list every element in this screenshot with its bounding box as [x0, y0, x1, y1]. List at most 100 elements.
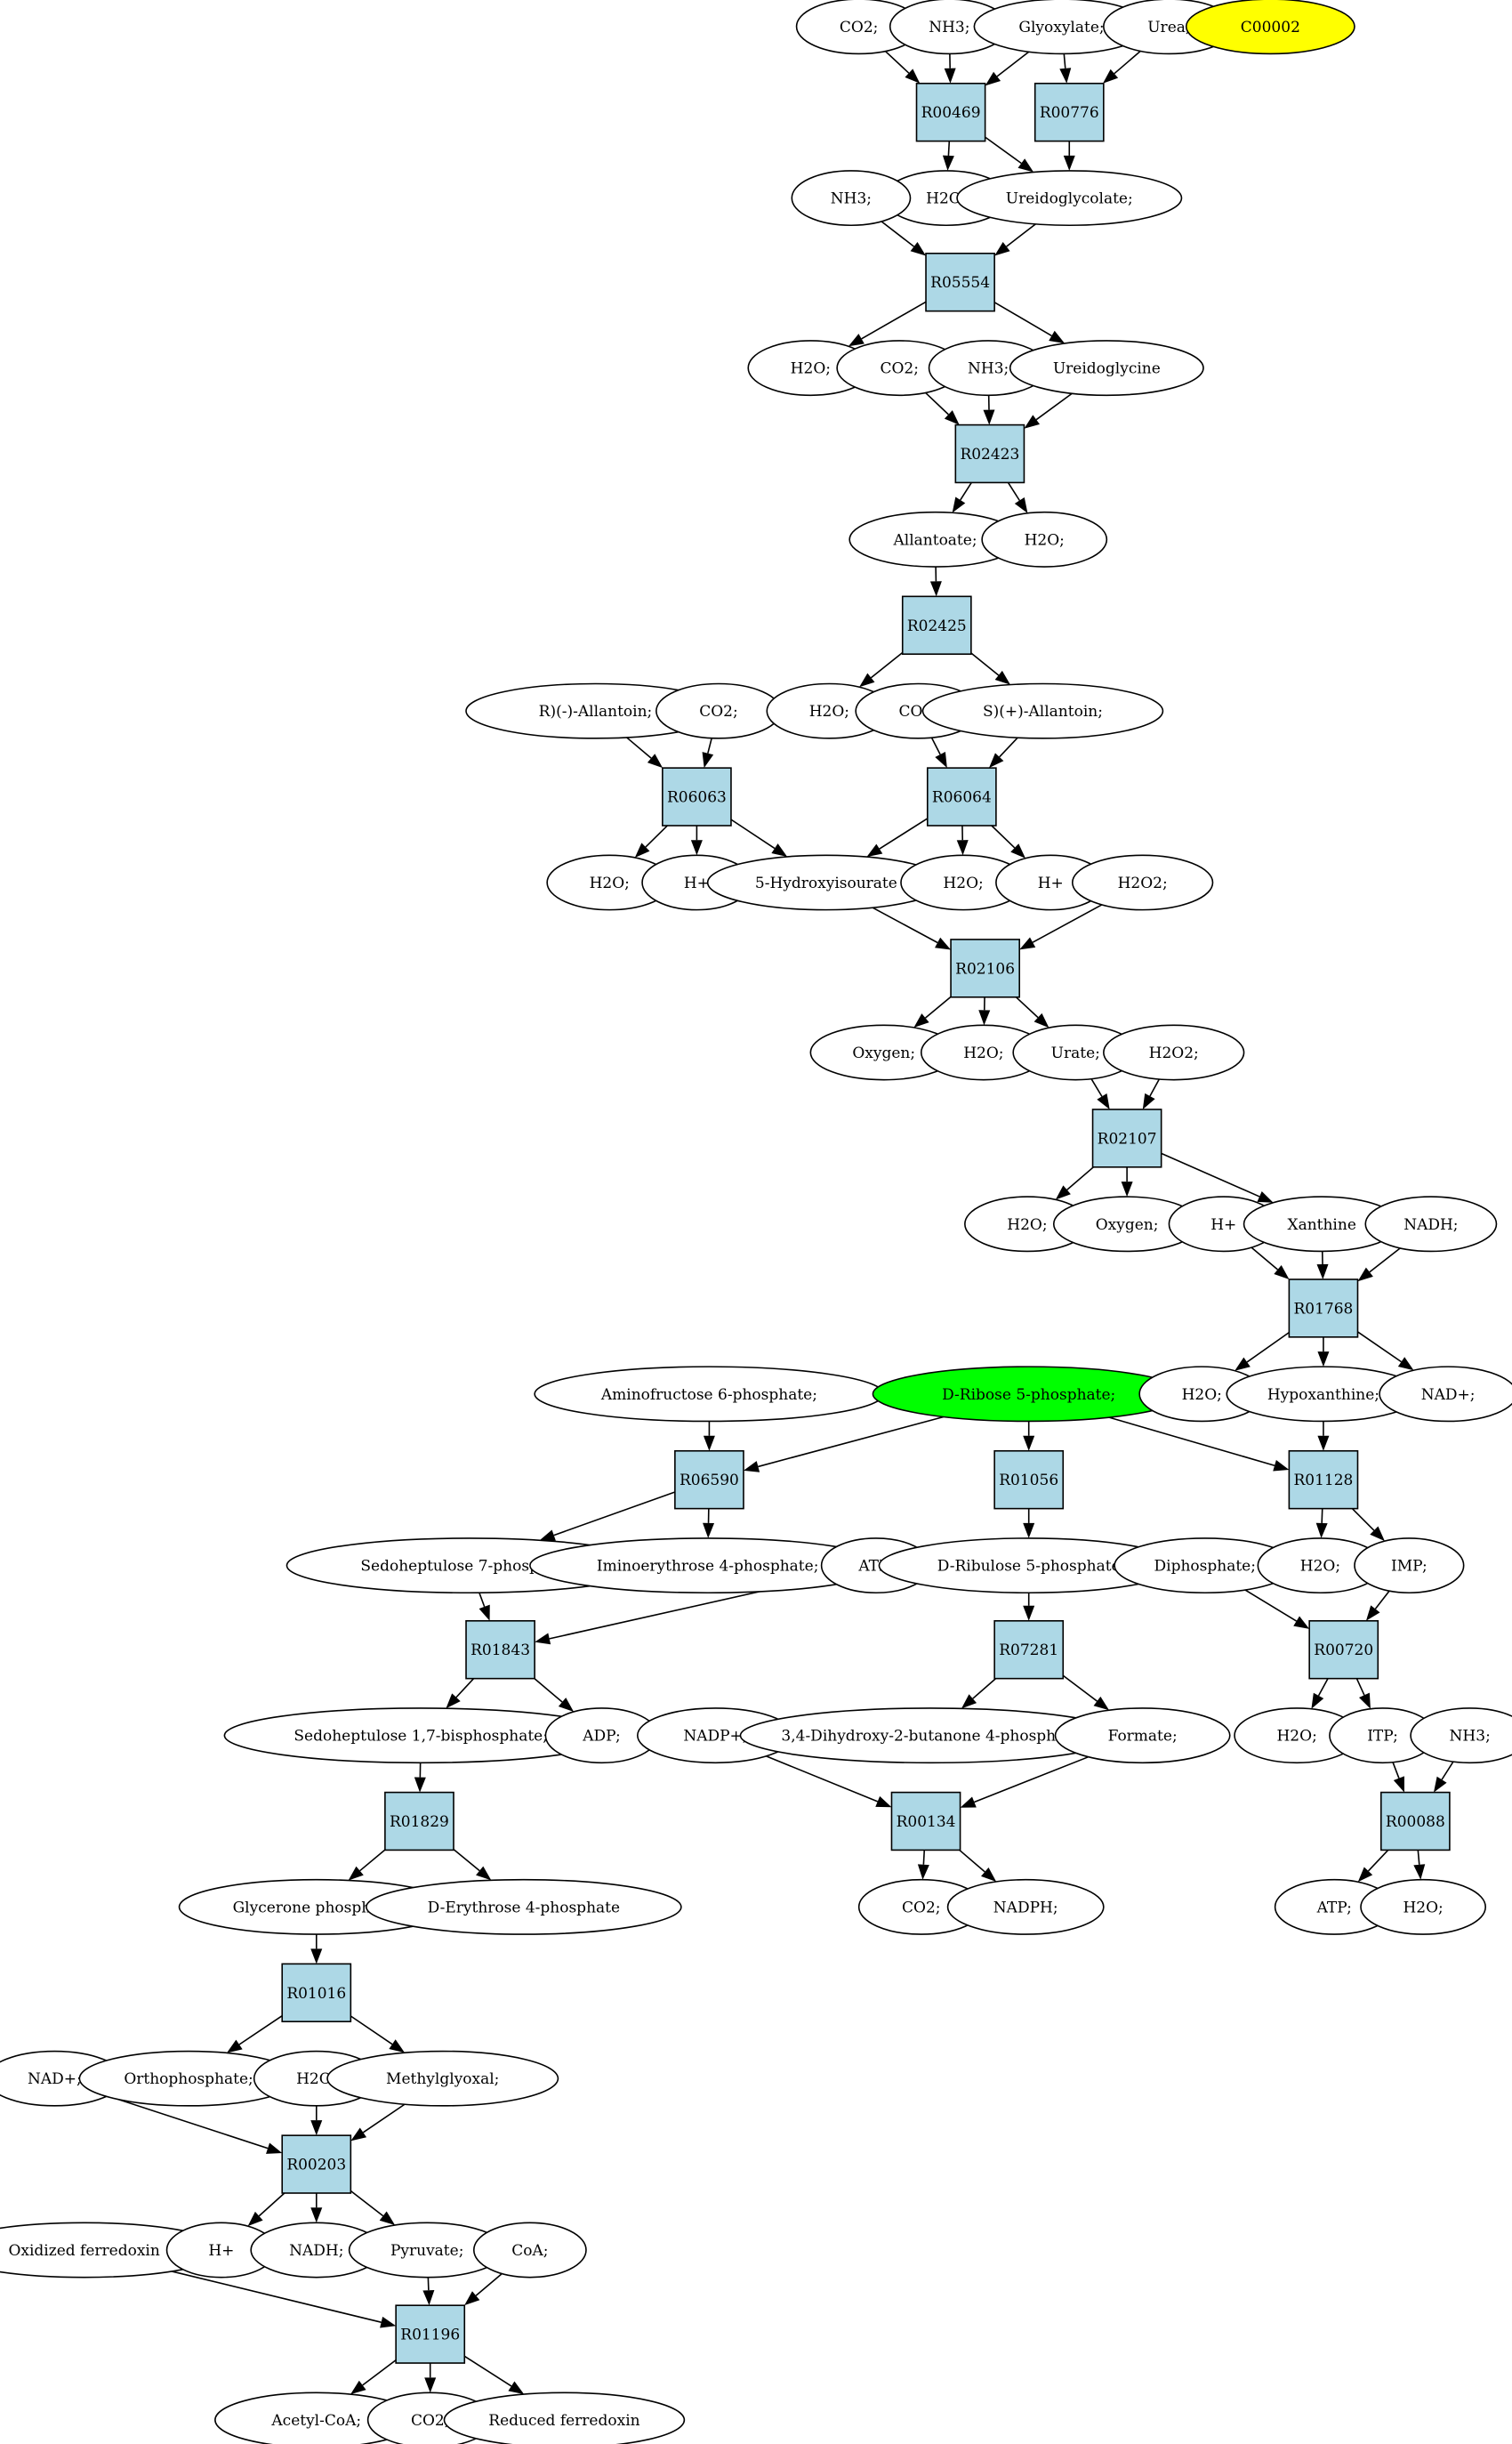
compound-node-c-ribulose5p[interactable]: D-Ribulose 5-phosphate	[878, 1537, 1179, 1594]
reaction-label: R06064	[932, 789, 992, 807]
compound-node-c-h2o-8[interactable]: H2O;	[964, 1196, 1090, 1253]
compound-node-c-h2o-2[interactable]: H2O;	[747, 340, 874, 397]
compound-node-c-glyoxylate[interactable]: Glyoxylate;	[973, 0, 1150, 55]
compound-label: H2O;	[1276, 1728, 1316, 1746]
reaction-box	[465, 1620, 535, 1680]
reaction-node-r07281[interactable]: R07281	[993, 1620, 1065, 1680]
compound-node-c-oxidized-fd[interactable]: Oxidized ferredoxin	[0, 2222, 226, 2279]
reaction-node-r00203[interactable]: R00203	[281, 2134, 352, 2194]
compound-node-c-acetylcoa[interactable]: Acetyl-CoA;	[214, 2392, 419, 2444]
compound-node-c-r-allantoin[interactable]: R)(-)-Allantoin;	[465, 682, 726, 739]
reaction-label: R06063	[667, 789, 727, 807]
compound-node-c-nadh-2[interactable]: NADH;	[250, 2222, 383, 2279]
compound-label: Pyruvate;	[390, 2242, 463, 2260]
compound-node-c-ureidoglycolate[interactable]: Ureidoglycolate;	[956, 170, 1183, 227]
compound-node-c-coa[interactable]: CoA;	[472, 2222, 587, 2279]
compound-node-c-xanthine[interactable]: Xanthine	[1243, 1196, 1401, 1253]
compound-node-c-s17bp[interactable]: Sedoheptulose 1,7-bisphosphate;	[223, 1707, 618, 1764]
compound-node-c-methylglyoxal[interactable]: Methylglyoxal;	[326, 2050, 559, 2107]
arrowhead-R01056	[1023, 1435, 1035, 1451]
reaction-node-r00134[interactable]: R00134	[890, 1791, 961, 1851]
compound-node-c-orthophosphate[interactable]: Orthophosphate;	[78, 2050, 299, 2107]
reaction-node-r02107[interactable]: R02107	[1091, 1109, 1162, 1168]
compound-node-c-iminoerythrose[interactable]: Iminoerythrose 4-phosphate;	[529, 1537, 887, 1594]
compound-node-c-hypoxanthine[interactable]: Hypoxanthine;	[1226, 1366, 1421, 1423]
edge-c_h2o2_1-to-R02106	[1032, 904, 1103, 943]
reaction-box	[954, 423, 1025, 484]
compound-label: NAD+;	[28, 2070, 82, 2088]
compound-label: CO2;	[902, 1899, 941, 1916]
compound-node-c-nadph[interactable]: NADPH;	[946, 1878, 1105, 1935]
reaction-node-r00776[interactable]: R00776	[1033, 82, 1105, 142]
edge-c_nh3_2-to-R05554	[881, 221, 915, 247]
compound-node-c-5hiu[interactable]: 5-Hydroxyisourate	[706, 854, 945, 911]
compound-node-c-nh3-3[interactable]: NH3;	[928, 340, 1049, 397]
reaction-node-r02423[interactable]: R02423	[954, 423, 1025, 484]
reaction-node-r01056[interactable]: R01056	[993, 1449, 1065, 1510]
compound-node-c-allantoate[interactable]: Allantoate;	[848, 511, 1022, 568]
compound-node-c-erythrose4p[interactable]: D-Erythrose 4-phosphate	[366, 1878, 682, 1935]
reaction-node-r06063[interactable]: R06063	[662, 767, 732, 827]
reaction-node-r02425[interactable]: R02425	[901, 595, 972, 656]
compound-node-c-h2o-9[interactable]: H2O;	[1138, 1366, 1266, 1423]
reaction-node-r01829[interactable]: R01829	[384, 1791, 454, 1851]
compound-ellipse	[472, 2222, 587, 2279]
compound-node-c-h2o2-1[interactable]: H2O2;	[1071, 854, 1214, 911]
compound-node-c-nh3-4[interactable]: NH3;	[1410, 1707, 1512, 1764]
edge-c_co2_4-to-R06064	[930, 737, 941, 755]
compound-label: H2O;	[926, 190, 966, 208]
arrowhead-c_acetylcoa	[350, 2380, 366, 2395]
compound-node-c-h2o-11[interactable]: H2O;	[1234, 1707, 1361, 1764]
edge-R06063-to-c_h2o_5	[645, 825, 668, 848]
compound-node-c-co2-3[interactable]: CO2;	[655, 682, 782, 739]
reaction-node-r00469[interactable]: R00469	[915, 82, 986, 142]
edge-c_glyoxylate-to-R00469	[996, 51, 1030, 77]
edge-R07281-to-c_dhbp	[972, 1678, 997, 1699]
compound-label: CO2;	[699, 703, 738, 721]
arrowhead-R02423	[983, 409, 995, 425]
compound-node-c-formate[interactable]: Formate;	[1054, 1707, 1231, 1764]
reaction-node-r02106[interactable]: R02106	[950, 939, 1020, 998]
compound-node-c-h2o-12[interactable]: H2O;	[1360, 1878, 1487, 1935]
arrowhead-R01768	[1316, 1263, 1329, 1279]
compound-node-c-imp[interactable]: IMP;	[1354, 1537, 1465, 1594]
reaction-node-r05554[interactable]: R05554	[925, 252, 995, 312]
compound-label: H2O;	[296, 2070, 336, 2088]
edge-R02107-to-c_xanthine	[1161, 1152, 1260, 1198]
reaction-node-r01843[interactable]: R01843	[465, 1620, 535, 1680]
compound-node-c-reduced-fd[interactable]: Reduced ferredoxin	[443, 2392, 686, 2444]
compound-node-c-nadplus-1[interactable]: NAD+;	[1379, 1366, 1512, 1423]
arrowhead-R01128	[1317, 1435, 1330, 1451]
reaction-node-r01196[interactable]: R01196	[395, 2304, 466, 2364]
edge-R01768-to-c_nadplus_1	[1357, 1331, 1402, 1363]
reaction-node-r06590[interactable]: R06590	[674, 1449, 744, 1510]
compound-node-c-dhbp[interactable]: 3,4-Dihydroxy-2-butanone 4-phosphate	[739, 1707, 1122, 1764]
reaction-node-r01768[interactable]: R01768	[1288, 1278, 1359, 1338]
compound-node-c-h2o-10[interactable]: H2O;	[1257, 1537, 1384, 1594]
arrowhead-R00776	[1059, 68, 1072, 84]
compound-node-c-ureidoglycine[interactable]: Ureidoglycine	[1009, 340, 1204, 397]
compound-node-c-amino-f6p[interactable]: Aminofructose 6-phosphate;	[534, 1366, 885, 1423]
reaction-node-r01016[interactable]: R01016	[281, 1963, 352, 2023]
compound-node-c-nadh-1[interactable]: NADH;	[1364, 1196, 1498, 1253]
reaction-node-r01128[interactable]: R01128	[1288, 1449, 1359, 1510]
compound-node-c-diphosphate[interactable]: Diphosphate;	[1114, 1537, 1297, 1594]
arrowhead-c_h2o_10	[1315, 1522, 1328, 1538]
reaction-node-r06064[interactable]: R06064	[926, 767, 997, 827]
compound-node-c-urate[interactable]: Urate;	[1012, 1024, 1139, 1081]
compound-node-c-h2o-3[interactable]: H2O;	[981, 511, 1108, 568]
compound-node-c-nh3-2[interactable]: NH3;	[791, 170, 912, 227]
reaction-node-r00720[interactable]: R00720	[1308, 1620, 1379, 1680]
compound-node-c-co2-5[interactable]: CO2;	[857, 1878, 985, 1935]
edge-R01016-to-c_orthophosphate	[238, 2014, 283, 2045]
compound-node-c-pyruvate[interactable]: Pyruvate;	[348, 2222, 506, 2279]
compound-node-c-adp[interactable]: ADP;	[544, 1707, 659, 1764]
compound-node-c-c00002[interactable]: C00002	[1185, 0, 1355, 55]
edge-R02425-to-c_s_allantoin	[970, 652, 1000, 676]
compound-node-c-s-allantoin[interactable]: S)(+)-Allantoin;	[921, 682, 1164, 739]
compound-node-c-ribose5p[interactable]: D-Ribose 5-phosphate;	[872, 1366, 1186, 1423]
reaction-node-r00088[interactable]: R00088	[1379, 1791, 1451, 1851]
reaction-label: R07281	[999, 1641, 1058, 1659]
compound-node-c-h2o2-2[interactable]: H2O2;	[1103, 1024, 1245, 1081]
edge-R00088-to-c_h2o_12	[1417, 1850, 1420, 1865]
